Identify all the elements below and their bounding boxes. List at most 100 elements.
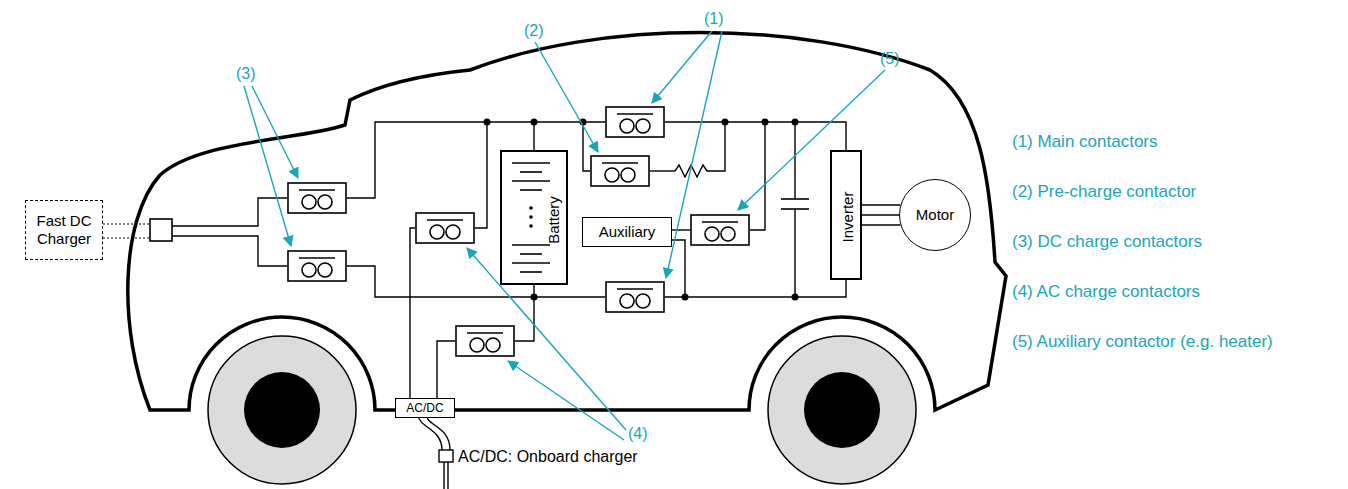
contactor-symbol bbox=[416, 213, 474, 243]
battery-cells bbox=[512, 180, 550, 182]
node-text: Battery bbox=[545, 196, 563, 244]
battery-cells bbox=[512, 244, 550, 246]
capacitor-symbol bbox=[781, 208, 809, 210]
phase-wire bbox=[862, 214, 899, 215]
charger-box: AC/DC bbox=[395, 398, 455, 418]
wire bbox=[437, 341, 455, 398]
contactor-symbol bbox=[606, 107, 664, 137]
battery-cells bbox=[500, 150, 568, 285]
battery-cells bbox=[529, 224, 533, 228]
legend-text: (5) Auxiliary contactor (e.g. heater) bbox=[1012, 332, 1273, 352]
wire bbox=[426, 414, 450, 450]
phase-wire bbox=[862, 224, 900, 225]
phase-wire bbox=[862, 204, 900, 205]
legend-text: (4) AC charge contactors bbox=[1012, 282, 1200, 302]
junction-dot bbox=[484, 119, 799, 301]
motor-circle: Motor bbox=[899, 179, 971, 251]
node-text: Fast DC Charger bbox=[26, 212, 102, 248]
wheel bbox=[244, 372, 320, 448]
charger-box: Fast DC Charger bbox=[25, 200, 103, 260]
battery-box: Battery bbox=[500, 150, 568, 285]
junction-dot bbox=[484, 119, 491, 126]
callout-leader bbox=[666, 31, 722, 278]
callout-leader bbox=[252, 86, 298, 178]
wire bbox=[665, 280, 846, 297]
node-text: AC/DC bbox=[406, 401, 443, 415]
junction-dot bbox=[531, 294, 538, 301]
connector bbox=[862, 205, 900, 225]
junction-dot bbox=[722, 119, 729, 126]
battery-cells bbox=[500, 150, 568, 285]
wire bbox=[794, 209, 795, 297]
legend-text: (1) Main contactors bbox=[1012, 132, 1158, 152]
charge-plug bbox=[103, 219, 172, 241]
wire bbox=[794, 122, 795, 199]
contactor-symbol bbox=[606, 282, 664, 312]
wire bbox=[475, 122, 487, 228]
charge-plug bbox=[103, 223, 150, 224]
callout-leader bbox=[244, 86, 291, 246]
legend-text: (2) Pre-charge contactor bbox=[1012, 182, 1196, 202]
node-text: Auxiliary bbox=[599, 223, 656, 241]
battery-cells bbox=[529, 215, 533, 219]
callout-number: (3) bbox=[236, 64, 256, 83]
legend-text: (3) DC charge contactors bbox=[1012, 232, 1202, 252]
wire bbox=[447, 462, 448, 489]
wire bbox=[443, 462, 444, 489]
onboard-plug bbox=[439, 450, 453, 462]
wire bbox=[583, 122, 590, 171]
wheel bbox=[208, 336, 356, 484]
junction-dot bbox=[762, 119, 769, 126]
callout-number: (5) bbox=[880, 49, 900, 68]
charge-plug bbox=[150, 219, 172, 241]
node-text: Inverter bbox=[839, 192, 857, 243]
battery-cells bbox=[520, 271, 542, 273]
contactor-symbol bbox=[288, 251, 346, 281]
inverter-box: Inverter bbox=[830, 150, 862, 280]
part-label: AC/DC: Onboard charger bbox=[458, 447, 638, 466]
wire bbox=[672, 240, 685, 297]
wire bbox=[172, 236, 287, 266]
wheel bbox=[804, 372, 880, 448]
junction-dot bbox=[792, 119, 799, 126]
node-text: Motor bbox=[916, 206, 954, 224]
contactor-symbol bbox=[288, 107, 749, 356]
wire bbox=[665, 122, 846, 150]
wire bbox=[750, 122, 765, 230]
junction-dot bbox=[531, 119, 538, 126]
callout-number: (1) bbox=[704, 9, 724, 28]
capacitor-symbol bbox=[781, 198, 809, 200]
callout-number: (4) bbox=[628, 424, 648, 443]
junction-dot bbox=[792, 294, 799, 301]
wire bbox=[515, 297, 534, 341]
contactor-symbol bbox=[591, 156, 649, 186]
wheel bbox=[768, 336, 916, 484]
junction-dot bbox=[682, 294, 689, 301]
battery-cells bbox=[512, 162, 550, 164]
callout-leader bbox=[738, 70, 885, 210]
contactor-symbol bbox=[691, 215, 749, 245]
capacitor-symbol bbox=[781, 199, 809, 209]
wire bbox=[172, 122, 846, 489]
contactor-symbol bbox=[288, 183, 346, 213]
callout-number: (2) bbox=[524, 21, 544, 40]
callout-leader bbox=[467, 248, 626, 430]
wire bbox=[650, 170, 675, 171]
contactor-symbol bbox=[456, 326, 514, 356]
auxiliary-box: Auxiliary bbox=[582, 217, 672, 247]
callout-leader bbox=[652, 31, 712, 103]
wire bbox=[172, 198, 287, 226]
wheel bbox=[208, 336, 916, 484]
charge-plug bbox=[103, 237, 150, 238]
battery-cells bbox=[529, 206, 533, 210]
battery-cells bbox=[520, 171, 542, 173]
battery-cells bbox=[512, 262, 550, 264]
battery-cells bbox=[520, 189, 542, 191]
callout-leader bbox=[244, 31, 885, 440]
battery-cells bbox=[520, 253, 542, 255]
wire bbox=[672, 229, 690, 230]
wire bbox=[418, 414, 442, 450]
callout-leader bbox=[508, 361, 624, 440]
callout-leader bbox=[535, 42, 598, 152]
